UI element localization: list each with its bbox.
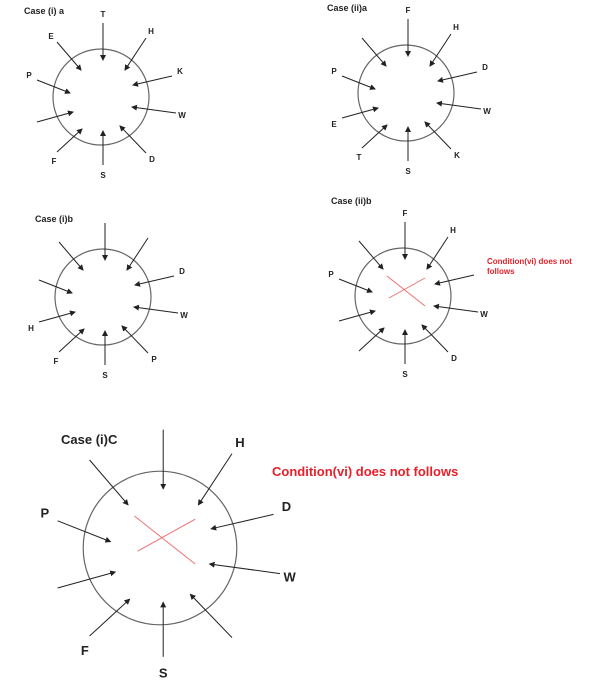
person-label: F [52,157,57,166]
person-arrow [56,41,82,71]
person-arrow [361,124,388,149]
person-arrow [358,327,385,352]
person-arrow [197,453,233,506]
person-arrow [424,121,452,150]
cross-mark [134,515,196,565]
person-arrow [208,561,281,575]
person-arrow [38,279,73,294]
person-label: W [480,310,488,319]
person-label: P [40,505,49,520]
person-label: W [180,311,188,320]
person-label: H [148,27,154,36]
person-label: D [149,155,155,164]
person-label: E [48,32,54,41]
person-arrow [133,304,179,314]
person-arrow [58,241,84,271]
cross-mark [137,518,196,552]
person-arrow [121,325,149,354]
person-arrow [57,570,117,589]
person-label: F [54,357,59,366]
person-label: W [483,107,491,116]
person-arrow [338,309,376,322]
person-arrow [436,100,482,110]
person-label: S [402,370,408,379]
person-arrow [421,324,449,353]
person-label: S [102,371,108,380]
person-arrow [58,328,85,353]
person-arrow [126,237,149,271]
person-label: H [28,324,34,333]
case-title: Case (i)C [61,432,118,447]
person-label: D [179,267,185,276]
cross-mark [388,277,426,299]
person-arrow [341,106,379,119]
person-arrow [189,593,233,638]
case-title: Case (i) a [24,6,65,16]
case-title: Case (i)b [35,214,74,224]
person-label: H [235,435,244,450]
person-arrow [119,125,147,154]
person-arrow [437,71,478,83]
person-label: K [454,151,460,160]
person-arrow [38,310,76,323]
person-arrow [57,520,112,543]
person-label: D [482,63,488,72]
case-title: Case (ii)a [327,3,368,13]
table-circle [357,44,455,142]
person-arrow [36,110,74,123]
person-label: W [283,569,296,584]
table-circle [52,48,150,146]
person-label: F [81,643,89,658]
table-circle [82,470,238,626]
person-label: D [451,354,457,363]
person-arrow [36,79,71,94]
person-arrow [429,33,452,67]
person-label: F [406,6,411,15]
person-arrow [124,37,147,71]
person-label: E [331,120,337,129]
table-circle [54,248,152,346]
person-arrow [426,236,449,270]
case-title: Case (ii)b [331,196,372,206]
person-label: P [151,355,157,364]
condition-note: Condition(vi) does not follows [272,464,459,479]
person-label: S [405,167,411,176]
person-label: T [357,153,362,162]
person-arrow [89,459,129,506]
person-label: K [177,67,183,76]
person-arrow [341,75,376,90]
table-circle [354,247,452,345]
condition-note: Condition(vi) does not follows [487,257,572,276]
person-label: H [453,23,459,32]
person-arrow [134,275,175,287]
person-label: T [101,10,106,19]
person-label: F [403,209,408,218]
person-label: P [26,71,32,80]
person-arrow [56,128,83,153]
person-label: S [159,665,168,680]
person-arrow [361,37,387,67]
person-arrow [131,104,177,114]
person-arrow [433,303,479,313]
person-label: W [178,111,186,120]
person-arrow [89,598,131,637]
person-arrow [338,278,373,293]
person-label: P [331,67,337,76]
person-arrow [132,75,173,87]
person-arrow [358,240,384,270]
cross-mark [386,275,426,307]
person-label: S [100,171,106,180]
person-arrow [210,513,274,531]
person-label: H [450,226,456,235]
person-arrow [434,274,475,286]
person-label: P [328,270,334,279]
person-label: D [282,499,291,514]
